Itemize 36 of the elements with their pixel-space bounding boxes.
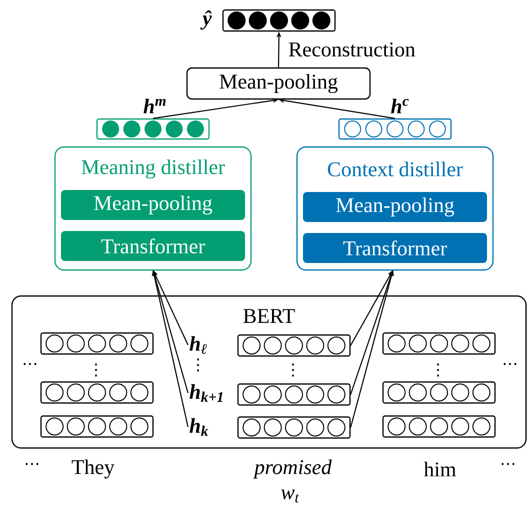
ellipsis: ⋮ bbox=[437, 364, 439, 376]
vector-bar bbox=[40, 381, 154, 404]
vector-label: ŷ bbox=[200, 10, 212, 30]
vector-bar bbox=[237, 334, 351, 357]
process-box: Mean-pooling bbox=[186, 67, 371, 100]
vector-label: h$_{k}$ bbox=[190, 418, 208, 436]
vector-label: h$^{c}$ bbox=[391, 98, 409, 114]
word-label: him bbox=[424, 462, 456, 476]
layer-box: Mean-pooling bbox=[61, 190, 245, 220]
layer-box: Mean-pooling bbox=[303, 192, 487, 222]
ellipsis: ⋯ bbox=[24, 363, 36, 365]
vector-bar bbox=[382, 381, 496, 404]
vector-bar bbox=[96, 118, 210, 140]
vector-bar bbox=[222, 9, 336, 32]
vector-bar bbox=[40, 415, 154, 438]
vector-bar bbox=[40, 332, 154, 355]
layer-box: Transformer bbox=[303, 233, 487, 263]
vector-label: h$_{k+1}$ bbox=[190, 384, 222, 402]
ellipsis: ⋮ bbox=[197, 358, 199, 372]
vector-bar bbox=[237, 416, 351, 439]
vector-bar bbox=[338, 118, 452, 140]
ellipsis: ⋯ bbox=[502, 463, 514, 465]
word-label: They bbox=[72, 459, 114, 479]
edge-label: Reconstruction bbox=[288, 42, 416, 57]
ellipsis: ⋮ bbox=[95, 364, 97, 376]
ellipsis: ⋯ bbox=[504, 363, 516, 365]
vector-bar bbox=[382, 415, 496, 438]
vector-bar bbox=[382, 332, 496, 355]
ellipsis: ⋯ bbox=[26, 463, 38, 465]
layer-box: Transformer bbox=[61, 231, 245, 261]
word-label: w$_{t}$ bbox=[281, 490, 300, 502]
word-label: promised bbox=[253, 459, 332, 479]
ellipsis: ⋮ bbox=[292, 364, 294, 376]
vector-bar bbox=[237, 383, 351, 406]
vector-label: h$_{ℓ}$ bbox=[190, 336, 207, 354]
vector-label: h$^{m}$ bbox=[144, 98, 166, 114]
